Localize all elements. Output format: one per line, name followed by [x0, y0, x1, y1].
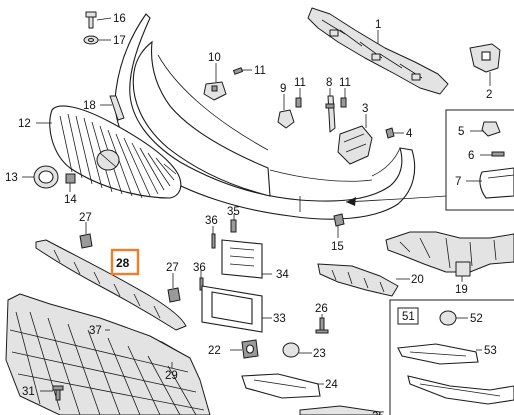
part-13-emblem: [33, 165, 59, 189]
callout-14: 14: [64, 194, 77, 206]
callout-52: 52: [470, 313, 483, 325]
callout-19: 19: [455, 284, 468, 296]
part-8-rod: [325, 95, 336, 133]
part-24-trim: [241, 373, 321, 399]
callout-27-b: 27: [166, 262, 179, 274]
callout-13: 13: [5, 172, 18, 184]
callout-1: 1: [375, 19, 381, 31]
part-11-screw-a: [232, 67, 244, 75]
part-3-bracket: [337, 125, 373, 165]
callout-37: 37: [89, 325, 102, 337]
callout-9: 9: [280, 83, 286, 95]
callout-6: 6: [468, 150, 474, 162]
part-35-screw: [230, 219, 237, 233]
part-2-bracket: [469, 43, 501, 73]
callout-3: 3: [362, 103, 368, 115]
highlight-box: [110, 248, 140, 276]
callout-31: 31: [22, 386, 35, 398]
callout-5: 5: [458, 126, 464, 138]
part-17-washer: [83, 35, 99, 45]
part-11-screw-b: [295, 97, 302, 108]
part-25-trim: [299, 405, 381, 415]
part-16-screw: [85, 11, 97, 29]
part-53-trim: [397, 343, 479, 365]
part-27-clip-a: [79, 233, 93, 249]
callout-11-b: 11: [294, 77, 306, 89]
pointer-arrow: [345, 195, 447, 206]
callout-10: 10: [208, 52, 221, 64]
part-12-grille: [49, 105, 182, 199]
callout-8: 8: [326, 77, 332, 89]
part-22-sensor: [241, 339, 259, 359]
part-28-strip: [35, 239, 187, 331]
part-6-screw: [491, 151, 505, 157]
callout-29: 29: [165, 370, 178, 382]
part-15-clip: [333, 213, 345, 227]
callout-15: 15: [331, 241, 344, 253]
callout-34: 34: [276, 269, 289, 281]
part-bottom-trim: [407, 375, 514, 405]
callout-4: 4: [406, 128, 413, 140]
part-10-bracket: [203, 81, 227, 101]
part-18-strip: [109, 95, 125, 121]
callout-27-a: 27: [79, 212, 92, 224]
part-4-clip: [385, 127, 395, 139]
part-26-pin: [315, 317, 329, 334]
callout-24: 24: [325, 379, 338, 391]
callout-20: 20: [411, 274, 424, 286]
part-5-bracket: [481, 121, 501, 137]
callout-2: 2: [486, 89, 492, 101]
part-1-bracket: [307, 7, 449, 95]
part-9-clip: [277, 109, 295, 129]
part-52-holder: [439, 310, 457, 326]
detail-box-label-frame: [397, 307, 419, 325]
part-7-trim: [479, 167, 514, 199]
callout-17: 17: [113, 35, 126, 47]
callout-53: 53: [484, 345, 497, 357]
part-19-bracket: [385, 231, 514, 277]
part-34-bracket: [221, 239, 263, 279]
callout-11-c: 11: [339, 77, 351, 89]
callout-36-a: 36: [205, 215, 218, 227]
part-23-holder: [282, 342, 300, 358]
callout-33: 33: [273, 313, 286, 325]
part-36-pin-a: [211, 233, 216, 249]
callout-11-a: 11: [254, 65, 266, 77]
callout-12: 12: [18, 118, 31, 130]
callout-25: 25: [372, 411, 385, 415]
callout-22: 22: [208, 345, 221, 357]
callout-36-b: 36: [193, 262, 206, 274]
leader-lines: [22, 17, 492, 392]
part-33-plate-holder: [201, 285, 263, 333]
part-14-clip: [65, 173, 76, 184]
callout-28-highlighted: 28: [116, 256, 130, 270]
part-27-clip-b: [167, 287, 181, 303]
callout-26: 26: [315, 303, 328, 315]
callout-16: 16: [113, 13, 126, 25]
detail-box-label: 51: [402, 311, 415, 323]
callout-18: 18: [83, 100, 96, 112]
part-11-screw-c: [340, 97, 347, 108]
lower-skid-panel: [5, 293, 211, 415]
callout-7: 7: [455, 176, 461, 188]
part-20-housing: [317, 263, 399, 297]
part-31-screw: [52, 385, 64, 401]
callout-23: 23: [313, 348, 326, 360]
callout-35: 35: [227, 206, 240, 218]
